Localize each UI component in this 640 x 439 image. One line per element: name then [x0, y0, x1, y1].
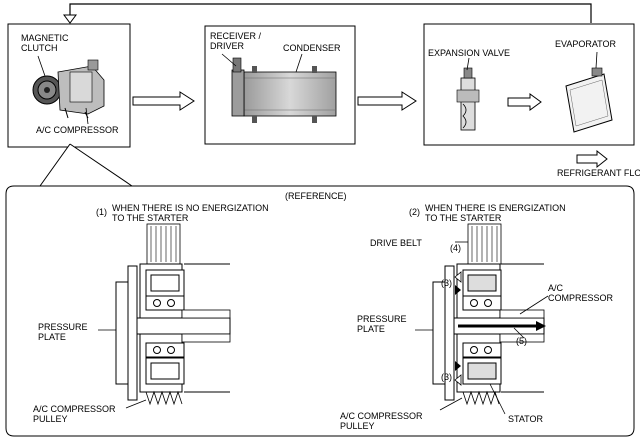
clutch-diagram-no-energization — [115, 223, 231, 406]
reference-title: (REFERENCE) — [285, 191, 347, 201]
callout-3-upper: (3) — [441, 278, 452, 288]
reference-box — [5, 185, 635, 437]
rotation-arrowhead-icon — [536, 321, 546, 331]
left-label-pressure-plate: PRESSURE PLATE — [38, 322, 88, 342]
right-heading: WHEN THERE IS ENERGIZATION TO THE STARTE… — [425, 203, 566, 223]
force-arrow-icon — [455, 361, 461, 371]
left-label-pulley: A/C COMPRESSOR PULLEY — [33, 404, 116, 424]
callout-3-lower: (3) — [441, 372, 452, 382]
right-label-pulley: A/C COMPRESSOR PULLEY — [340, 411, 423, 431]
return-flow-arrowhead — [63, 14, 77, 24]
label-receiver-driver: RECEIVER / DRIVER — [210, 31, 262, 51]
flow-arrow-2 — [357, 91, 417, 111]
label-expansion-valve: EXPANSION VALVE — [428, 48, 511, 58]
right-heading-number: (2) — [409, 207, 420, 217]
callout-4: (4) — [450, 243, 461, 253]
clutch-diagram-energization — [432, 223, 546, 406]
label-condenser: CONDENSER — [283, 43, 341, 53]
right-label-stator: STATOR — [508, 414, 544, 424]
legend-arrow-icon — [576, 149, 608, 169]
label-evaporator: EVAPORATOR — [555, 39, 617, 49]
leader-pulley-right — [439, 397, 463, 411]
right-label-ac-compressor: A/C COMPRESSOR — [548, 283, 614, 303]
condenser-illustration — [231, 57, 337, 123]
right-label-pressure-plate: PRESSURE PLATE — [357, 314, 407, 334]
flow-arrow-1 — [132, 91, 195, 111]
leader-callout-5 — [513, 327, 525, 339]
callout-5: (5) — [516, 336, 527, 346]
leader-stator — [489, 383, 506, 415]
legend-refrigerant-flow: REFRIGERANT FLOW — [557, 168, 640, 178]
force-arrow-icon — [455, 285, 461, 295]
expansion-valve-illustration — [456, 67, 480, 131]
reference-pointer — [39, 143, 133, 187]
force-arrow-icon — [454, 374, 462, 386]
return-flow-line — [69, 3, 592, 23]
leader-ac-compressor — [519, 295, 549, 315]
label-ac-compressor: A/C COMPRESSOR — [36, 125, 119, 135]
leader-pulley-left — [125, 399, 147, 409]
right-label-drive-belt: DRIVE BELT — [370, 238, 422, 248]
evaporator-illustration — [565, 67, 613, 133]
left-heading: WHEN THERE IS NO ENERGIZATION TO THE STA… — [112, 203, 269, 223]
left-heading-number: (1) — [96, 207, 107, 217]
compressor-illustration — [32, 59, 105, 119]
label-magnetic-clutch: MAGNETIC CLUTCH — [21, 33, 69, 53]
force-arrow-icon — [454, 271, 462, 283]
flow-arrow-3 — [507, 93, 542, 111]
